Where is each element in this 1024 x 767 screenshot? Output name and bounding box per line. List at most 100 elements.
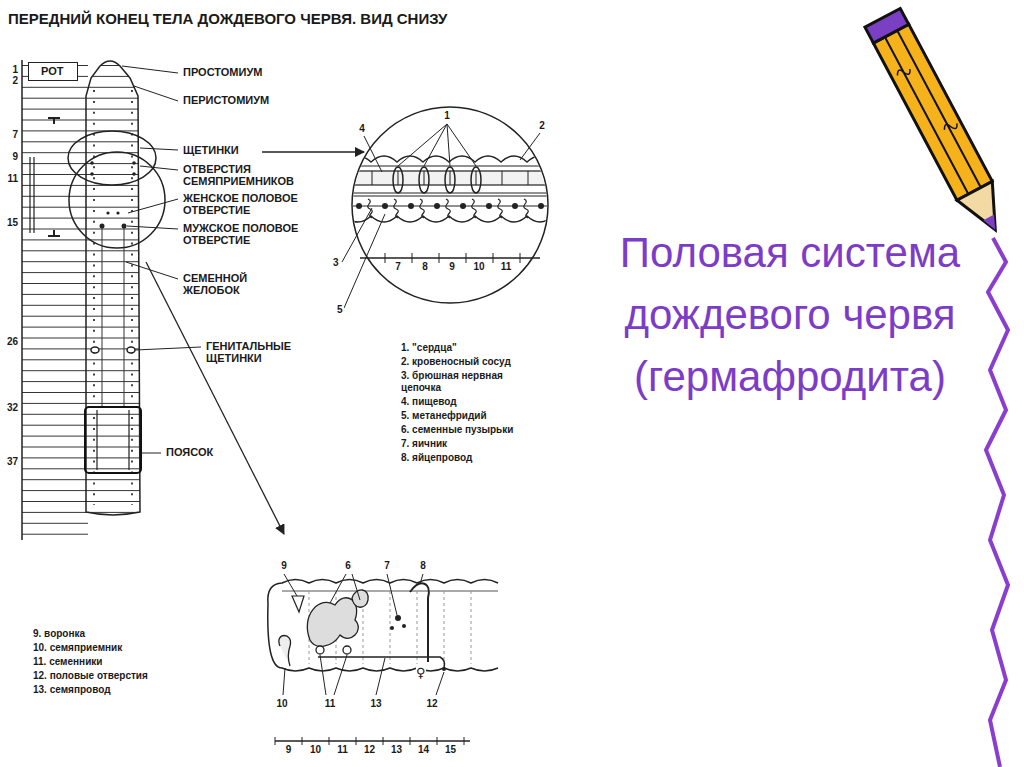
worm-body-part bbox=[127, 347, 135, 353]
scale-number: 12 bbox=[363, 744, 376, 755]
callout-number: 2 bbox=[538, 120, 546, 131]
magnified-view-part bbox=[471, 167, 481, 193]
part-label: ПЕРИСТОМИУМ bbox=[182, 94, 270, 106]
part-label: ЩЕТИНКИ bbox=[182, 144, 240, 156]
scale-number: 15 bbox=[444, 744, 457, 755]
callout-number: 11 bbox=[324, 698, 337, 709]
magnified-view-part bbox=[512, 203, 518, 209]
segment-number: 32 bbox=[6, 402, 19, 413]
scale-number: 14 bbox=[417, 744, 430, 755]
body-section-part bbox=[283, 668, 285, 695]
leader-line-part bbox=[134, 86, 178, 101]
body-section-part bbox=[395, 615, 401, 621]
worm-body-part bbox=[85, 407, 141, 473]
magnified-view-part bbox=[356, 203, 362, 209]
scale-number: 10 bbox=[309, 744, 322, 755]
callout-number: 8 bbox=[419, 560, 427, 571]
segment-ruler-part bbox=[30, 157, 34, 233]
magnified-view-part bbox=[382, 203, 388, 209]
scale-number: 10 bbox=[472, 261, 485, 272]
magnified-view-part bbox=[345, 156, 579, 222]
magnified-view-part bbox=[424, 124, 447, 166]
callout-number: 4 bbox=[358, 123, 366, 134]
magnified-view-part bbox=[408, 203, 414, 209]
part-label: СЕМЕННОЙ ЖЕЛОБОК bbox=[182, 272, 289, 296]
body-section-part bbox=[343, 646, 351, 654]
leader-line bbox=[122, 66, 201, 453]
leader-line-part bbox=[128, 199, 178, 213]
magnified-view-part bbox=[447, 124, 476, 166]
body-section-part bbox=[334, 655, 347, 695]
callout-number: 13 bbox=[369, 698, 382, 709]
scale-number: 8 bbox=[421, 261, 429, 272]
worm-body-part bbox=[86, 61, 140, 515]
magnified-view-part bbox=[393, 167, 403, 193]
body-section-part bbox=[420, 574, 423, 584]
worm-body-part bbox=[91, 347, 99, 353]
magnified-view-part bbox=[360, 257, 540, 258]
body-section-part bbox=[284, 574, 297, 596]
part-label: ПРОСТОМИУМ bbox=[182, 66, 263, 78]
magnified-view-part bbox=[498, 199, 503, 218]
legend-entry: 12. половые отверстия bbox=[32, 670, 149, 682]
magnified-view-part bbox=[345, 166, 560, 167]
body-section-part bbox=[436, 672, 444, 695]
body-section-part bbox=[292, 596, 304, 612]
legend-entry: 1. "сердца" bbox=[400, 342, 458, 354]
segment-number: 26 bbox=[6, 336, 19, 347]
body-section-part bbox=[376, 658, 385, 695]
legend-entry: 7. яичник bbox=[400, 438, 448, 450]
pencil-icon-part bbox=[885, 37, 969, 194]
callout-number: 12 bbox=[425, 698, 438, 709]
magnified-view bbox=[342, 107, 579, 308]
magnified-view-part bbox=[352, 107, 548, 303]
leader-line-part bbox=[140, 148, 178, 150]
worm-body-part bbox=[69, 152, 165, 248]
legend-entry: 9. воронка bbox=[32, 628, 86, 640]
worm-body bbox=[68, 61, 165, 515]
magnified-view-part bbox=[342, 124, 540, 308]
body-section-part bbox=[275, 740, 470, 741]
callout-number: 10 bbox=[275, 698, 288, 709]
leader-line-part bbox=[122, 66, 178, 73]
worm-body-part bbox=[86, 61, 140, 515]
part-label: ГЕНИТАЛЬНЫЕ ЩЕТИНКИ bbox=[205, 340, 312, 364]
legend-entry: 3. брюшная нервная цепочка bbox=[400, 370, 542, 394]
magnified-view-part bbox=[445, 167, 455, 193]
callout-number: 1 bbox=[443, 110, 451, 121]
scale-number: 7 bbox=[394, 261, 402, 272]
segment-number: 7 bbox=[11, 129, 19, 140]
magnified-view-part bbox=[394, 199, 399, 218]
leader-line-part bbox=[140, 166, 178, 170]
worm-body-part bbox=[106, 211, 109, 214]
pointer-arrow-part bbox=[262, 151, 364, 152]
pencil-icon-part bbox=[873, 24, 992, 200]
part-label: МУЖСКОЕ ПОЛОВОЕ ОТВЕРСТИЕ bbox=[182, 222, 324, 246]
magnified-view-part bbox=[345, 216, 579, 222]
leader-line-part bbox=[126, 262, 178, 279]
part-label: ОТВЕРСТИЯ СЕМЯПРИЕМНИКОВ bbox=[182, 163, 324, 187]
body-section-part bbox=[402, 624, 406, 628]
worm-body-part bbox=[90, 172, 94, 176]
leader-line-part bbox=[127, 226, 178, 229]
body-section bbox=[268, 574, 498, 745]
magnified-view-part bbox=[460, 203, 466, 209]
body-section-part bbox=[352, 574, 360, 600]
segment-number: 37 bbox=[6, 456, 19, 467]
part-label: ПОЯСОК bbox=[165, 446, 214, 458]
female-symbol: ♀ bbox=[416, 666, 426, 680]
worm-body-part bbox=[86, 61, 140, 515]
magnified-view-part bbox=[486, 203, 492, 209]
pencil-icon-part bbox=[983, 215, 1000, 233]
body-section-part bbox=[330, 574, 346, 603]
legend-entry: 13. семяпровод bbox=[32, 684, 112, 696]
box-label: РОТ bbox=[41, 65, 65, 77]
magnified-view-part bbox=[472, 199, 477, 218]
magnified-view-part bbox=[447, 124, 450, 166]
pointer-arrow-part bbox=[146, 262, 284, 534]
pencil-icon-part bbox=[865, 8, 909, 43]
decorative-wave-part bbox=[986, 238, 1008, 767]
worm-body-part bbox=[97, 410, 129, 470]
